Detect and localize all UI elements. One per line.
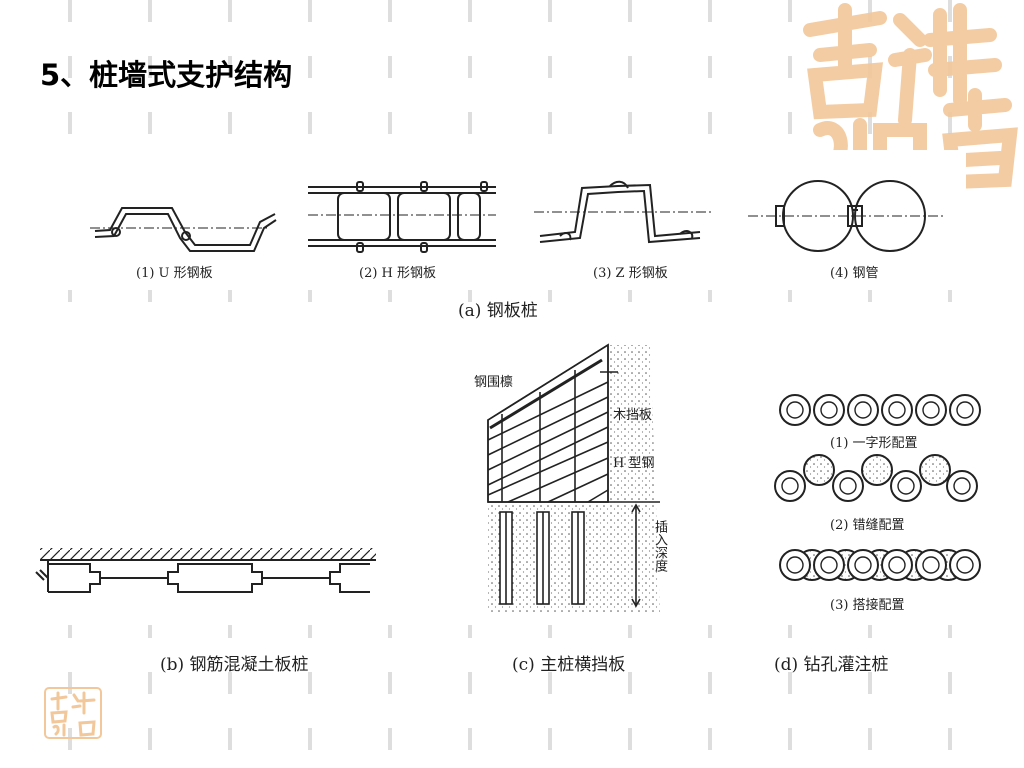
h-steel-label: H 型钢	[613, 456, 655, 471]
arrangement-2-label: (2) 错缝配置	[830, 518, 905, 533]
pipe-label: (4) 钢管	[830, 266, 879, 281]
arrangement-1-label: (1) 一字形配置	[830, 436, 918, 451]
seal-logo	[44, 687, 102, 739]
concrete-sheet-pile-drawing	[35, 548, 376, 593]
u-sheet-label: (1) U 形钢板	[136, 266, 213, 281]
u-sheet-pile-drawing	[90, 207, 277, 252]
depth-label: 插入深度	[652, 520, 667, 572]
soldier-pile-drawing	[487, 343, 660, 612]
z-sheet-label: (3) Z 形钢板	[593, 266, 668, 281]
bored-pile-drawing	[774, 394, 981, 581]
sheet-pile-panel	[66, 150, 966, 290]
purlin-label: 钢围檩	[474, 375, 514, 390]
page-title: 5、桩墙式支护结构	[40, 58, 293, 92]
lagging-label: 木挡板	[613, 408, 653, 423]
steel-pipe-drawing	[748, 180, 946, 252]
concrete-pile-caption: (b) 钢筋混凝土板桩	[160, 655, 309, 675]
arrangement-3-label: (3) 搭接配置	[830, 598, 905, 613]
z-sheet-pile-drawing	[534, 180, 712, 244]
sheet-pile-caption: (a) 钢板桩	[458, 301, 538, 321]
h-sheet-pile-drawing	[308, 181, 496, 253]
bored-pile-caption: (d) 钻孔灌注桩	[774, 655, 889, 675]
soldier-pile-caption: (c) 主桩横挡板	[512, 655, 626, 675]
h-sheet-label: (2) H 形钢板	[359, 266, 437, 281]
